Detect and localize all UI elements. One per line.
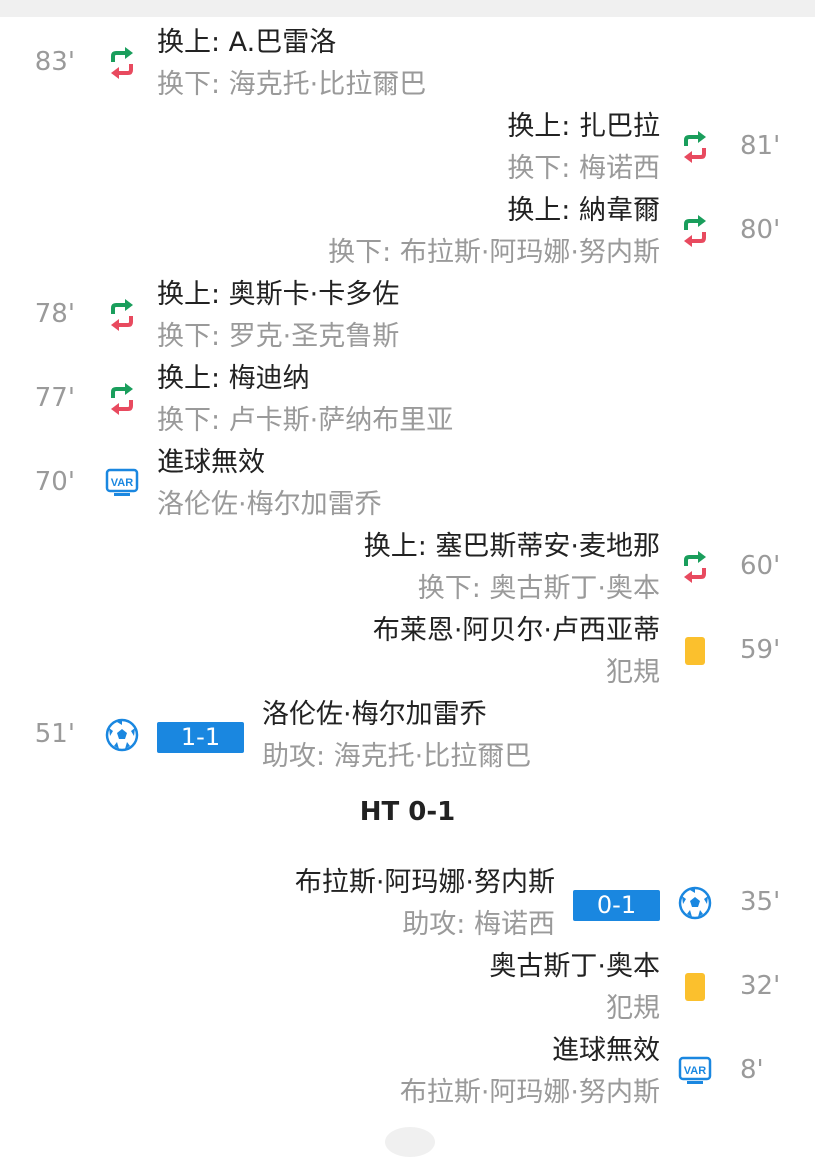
event-row-goal[interactable]: 35' 0-1 布拉斯·阿玛娜·努内斯助攻: 梅诺西: [0, 860, 815, 944]
substitution-icon: [678, 214, 712, 248]
event-minute: 35': [740, 887, 781, 917]
event-minute: 77': [34, 383, 75, 413]
svg-text:VAR: VAR: [684, 1065, 706, 1077]
event-primary-text: 洛伦佐·梅尔加雷乔: [262, 699, 487, 730]
event-primary-text: 奥古斯丁·奥本: [489, 951, 660, 982]
event-row-sub[interactable]: 77' 换上: 梅迪纳换下: 卢卡斯·萨纳布里亚: [0, 356, 815, 440]
yellow-card-icon: [678, 634, 712, 668]
goal-ball-icon: [678, 886, 712, 920]
var-icon: VAR: [678, 1054, 712, 1088]
top-bar: [0, 0, 815, 17]
var-icon: VAR: [105, 466, 139, 500]
substitution-icon: [678, 130, 712, 164]
event-row-sub[interactable]: 60' 换上: 塞巴斯蒂安·麦地那换下: 奥古斯丁·奥本: [0, 524, 815, 608]
event-row-sub[interactable]: 78' 换上: 奥斯卡·卡多佐换下: 罗克·圣克鲁斯: [0, 272, 815, 356]
event-minute: 70': [34, 467, 75, 497]
event-secondary-text: 犯規: [606, 993, 660, 1024]
event-secondary-text: 换下: 布拉斯·阿玛娜·努内斯: [328, 237, 660, 268]
event-secondary-text: 助攻: 海克托·比拉爾巴: [262, 741, 532, 772]
event-primary-text: 布莱恩·阿贝尔·卢西亚蒂: [372, 615, 660, 646]
score-badge: 1-1: [157, 722, 244, 753]
event-secondary-text: 犯規: [606, 657, 660, 688]
event-minute: 59': [740, 635, 781, 665]
substitution-icon: [105, 46, 139, 80]
event-minute: 78': [34, 299, 75, 329]
event-primary-text: 進球無效: [157, 447, 265, 478]
substitution-icon: [105, 298, 139, 332]
event-secondary-text: 布拉斯·阿玛娜·努内斯: [399, 1077, 660, 1108]
event-secondary-text: 助攻: 梅诺西: [402, 909, 555, 940]
score-badge: 0-1: [573, 890, 660, 921]
event-row-sub[interactable]: 81' 换上: 扎巴拉换下: 梅诺西: [0, 104, 815, 188]
event-primary-text: 進球無效: [552, 1035, 660, 1066]
event-minute: 32': [740, 971, 781, 1001]
event-row-sub[interactable]: 80' 换上: 納韋爾换下: 布拉斯·阿玛娜·努内斯: [0, 188, 815, 272]
event-primary-text: 布拉斯·阿玛娜·努内斯: [294, 867, 555, 898]
event-primary-text: 换上: 塞巴斯蒂安·麦地那: [363, 531, 660, 562]
event-row-sub[interactable]: 83' 换上: A.巴雷洛换下: 海克托·比拉爾巴: [0, 20, 815, 104]
event-primary-text: 换上: 納韋爾: [507, 195, 660, 226]
yellow-card-icon: [678, 970, 712, 1004]
event-row-goal[interactable]: 51' 1-1 洛伦佐·梅尔加雷乔助攻: 海克托·比拉爾巴: [0, 692, 815, 776]
svg-text:VAR: VAR: [111, 477, 133, 489]
event-minute: 8': [740, 1055, 764, 1085]
event-row-var[interactable]: 8' VAR 進球無效布拉斯·阿玛娜·努内斯: [0, 1028, 815, 1112]
event-primary-text: 换上: 扎巴拉: [507, 111, 660, 142]
match-events-list: 83' 换上: A.巴雷洛换下: 海克托·比拉爾巴 81' 换上: 扎巴拉换下:…: [0, 20, 815, 1112]
halftime-score: HT 0-1: [359, 797, 456, 827]
event-secondary-text: 换下: 海克托·比拉爾巴: [157, 69, 427, 100]
event-secondary-text: 换下: 奥古斯丁·奥本: [417, 573, 660, 604]
event-secondary-text: 换下: 梅诺西: [507, 153, 660, 184]
substitution-icon: [678, 550, 712, 584]
event-row-yellow[interactable]: 32' 奥古斯丁·奥本犯規: [0, 944, 815, 1028]
event-minute: 81': [740, 131, 781, 161]
event-minute: 51': [34, 719, 75, 749]
event-row-yellow[interactable]: 59' 布莱恩·阿贝尔·卢西亚蒂犯規: [0, 608, 815, 692]
event-secondary-text: 洛伦佐·梅尔加雷乔: [157, 489, 382, 520]
event-secondary-text: 换下: 卢卡斯·萨纳布里亚: [157, 405, 454, 436]
event-minute: 83': [34, 47, 75, 77]
event-primary-text: 换上: 奥斯卡·卡多佐: [157, 279, 400, 310]
event-secondary-text: 换下: 罗克·圣克鲁斯: [157, 321, 400, 352]
goal-ball-icon: [105, 718, 139, 752]
scroll-handle[interactable]: [385, 1127, 435, 1157]
substitution-icon: [105, 382, 139, 416]
event-minute: 60': [740, 551, 781, 581]
event-minute: 80': [740, 215, 781, 245]
event-row-var[interactable]: 70' VAR 進球無效洛伦佐·梅尔加雷乔: [0, 440, 815, 524]
event-primary-text: 换上: 梅迪纳: [157, 363, 310, 394]
event-primary-text: 换上: A.巴雷洛: [157, 27, 337, 58]
